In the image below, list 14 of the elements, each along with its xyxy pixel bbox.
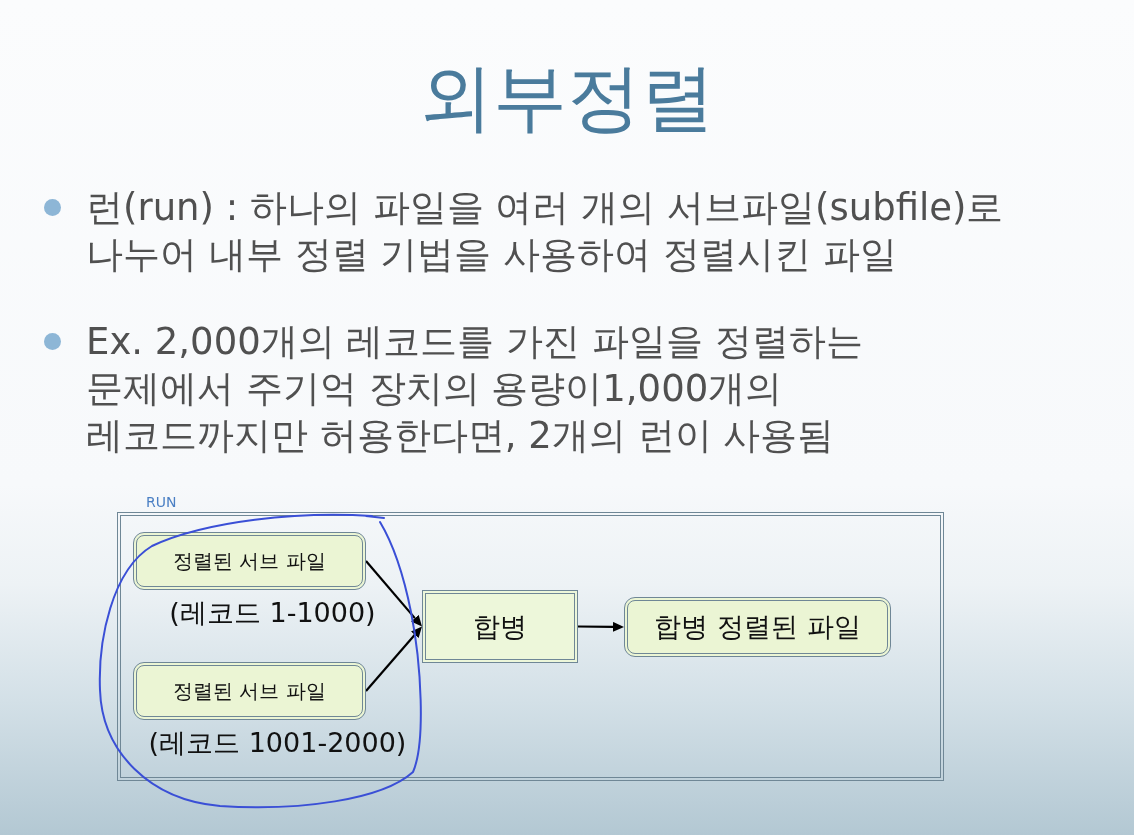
- rounded-box: 정렬된 서브 파일: [133, 532, 366, 590]
- caption-text: (레코드 1-1000): [168, 597, 377, 629]
- caption-text: (레코드 1001-2000): [147, 727, 408, 759]
- rounded-box: 합병 정렬된 파일: [624, 597, 891, 657]
- rounded-box: 정렬된 서브 파일: [133, 662, 366, 720]
- title: 외부정렬: [418, 53, 716, 142]
- arrow: [365, 560, 422, 627]
- bullet-text: Ex. 2,000개의 레코드를 가진 파일을 정렬하는 문제에서 주기억 장치의 용량이1,000개의 레코드까지만 허용한다면, 2개의 런이 사용됨: [86, 319, 863, 459]
- arrow: [365, 626, 422, 692]
- annotation-text: RUN: [146, 494, 177, 510]
- process-box: 합병: [422, 590, 578, 663]
- arrow: [578, 621, 624, 632]
- frame-box: [117, 512, 944, 781]
- bullet-text: 런(run) : 하나의 파일을 여러 개의 서브파일(subfile)로 나누어 내부 정렬 기법을 사용하여 정렬시킨 파일: [86, 185, 1004, 278]
